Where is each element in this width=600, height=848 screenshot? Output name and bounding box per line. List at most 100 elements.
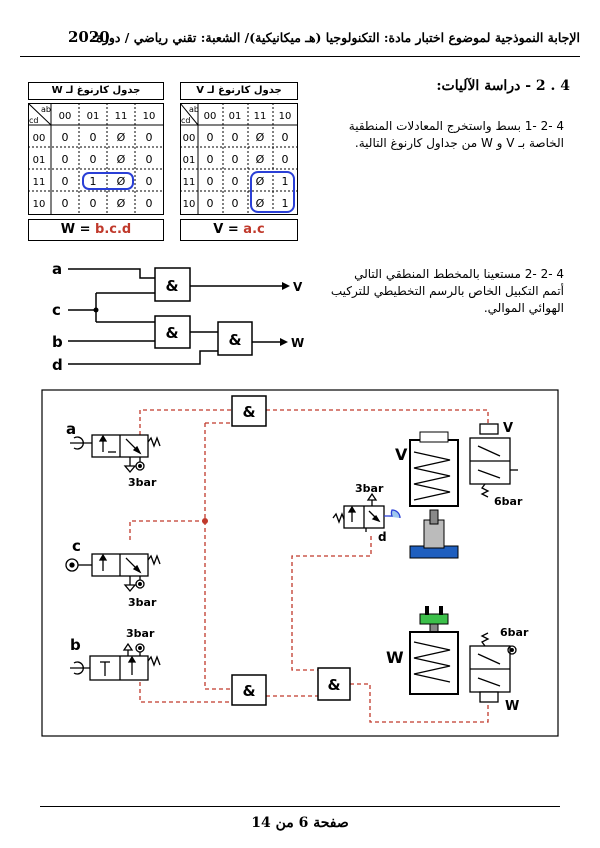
logic-input-c: c — [52, 301, 61, 319]
karnaugh-v-cell: Ø — [256, 175, 265, 188]
logic-diagram — [68, 268, 282, 365]
karnaugh-w-cell: 0 — [146, 197, 153, 210]
and-gate-2-label: & — [165, 324, 178, 342]
karnaugh-v-corner-ab: ab — [189, 105, 199, 114]
pneumatic-junction — [202, 518, 208, 524]
page-header: الإجابة النموذجية لموضوع اختبار مادة: ال… — [20, 28, 580, 54]
valve-b-pressure: 3bar — [126, 627, 155, 640]
and-gate-2 — [154, 315, 191, 349]
karnaugh-v-cell: 0 — [232, 131, 239, 144]
arrow-v — [282, 282, 290, 290]
logic-output-w: W — [291, 336, 304, 350]
karnaugh-w-result: W = b.c.d — [28, 219, 164, 241]
pneumatic-and-3-label: & — [327, 676, 340, 694]
link-d-gate3 — [291, 536, 372, 671]
karnaugh-v-grid: ab cd 00 01 11 10 00 01 11 10 0 0 Ø 0 0 … — [180, 103, 298, 215]
pneumatic-and-3 — [317, 667, 351, 701]
karnaugh-w-row: 11 — [33, 177, 46, 188]
pneumatic-and-2-label: & — [242, 682, 255, 700]
karnaugh-v-result-prefix: V = — [213, 222, 244, 237]
karnaugh-v-table: ab cd 00 01 11 10 00 01 11 10 0 0 Ø 0 0 … — [180, 103, 298, 215]
karnaugh-v-col: 00 — [204, 111, 217, 122]
link-junction-gate2 — [204, 423, 232, 690]
karnaugh-v-result: V = a.c — [180, 219, 298, 241]
cylinder-w-label: W — [386, 648, 404, 667]
karnaugh-v-col: 01 — [229, 111, 242, 122]
karnaugh-w-cell: 0 — [62, 197, 69, 210]
karnaugh-v-cell: 0 — [207, 131, 214, 144]
pneumatic-and-2 — [231, 674, 267, 706]
question-2-line1: 4 -2 -2 مستعينا بالمخطط المنطقي التالي — [354, 267, 564, 281]
karnaugh-w-row: 00 — [33, 133, 46, 144]
pneumatic-and-1 — [231, 395, 267, 427]
link-gate3-w — [350, 683, 489, 723]
distributor-w-pressure: 6bar — [500, 626, 529, 639]
junction-c — [93, 307, 99, 313]
karnaugh-v-cell: 1 — [282, 197, 289, 210]
distributor-w — [469, 632, 517, 703]
pneumatic-links — [129, 409, 489, 723]
question-2-line3: الهوائي الموالي. — [483, 301, 564, 315]
karnaugh-w-table: ab cd 00 01 11 10 00 01 11 10 0 0 Ø 0 0 … — [28, 103, 164, 215]
link-a-gate1 — [139, 409, 232, 435]
header-title: الإجابة النموذجية لموضوع اختبار مادة: ال… — [91, 30, 580, 45]
logic-input-d: d — [52, 356, 63, 374]
valve-a — [70, 434, 161, 474]
karnaugh-v-corner-cd: cd — [181, 116, 190, 125]
logic-output-v: V — [293, 280, 303, 294]
karnaugh-v-cell: 0 — [282, 153, 289, 166]
karnaugh-w-cell: Ø — [117, 131, 126, 144]
karnaugh-v-cell: 0 — [282, 131, 289, 144]
karnaugh-w-cell: 0 — [90, 197, 97, 210]
valve-d-roller-icon — [384, 509, 401, 519]
and-gate-3 — [217, 321, 253, 356]
karnaugh-w-cell: 0 — [90, 153, 97, 166]
wire-a — [68, 268, 155, 279]
karnaugh-v-col: 11 — [254, 111, 267, 122]
karnaugh-w-title: جدول كارنوغ لـ W — [28, 82, 164, 100]
distributor-v — [469, 423, 518, 498]
karnaugh-w-cell: 0 — [146, 131, 153, 144]
karnaugh-w-cell: 0 — [62, 153, 69, 166]
karnaugh-w-cell: 0 — [62, 175, 69, 188]
karnaugh-w-grid: ab cd 00 01 11 10 00 01 11 10 0 0 Ø 0 0 … — [28, 103, 164, 215]
question-2-line2: أتمم التكبيل الخاص بالرسم التخطيطي للترك… — [330, 284, 564, 298]
karnaugh-v-group-loop — [250, 171, 295, 213]
page-number: صفحة 6 من 14 — [251, 815, 349, 831]
cylinder-v — [409, 431, 459, 559]
karnaugh-v-cell: 0 — [232, 175, 239, 188]
valve-a-label: a — [66, 420, 76, 438]
cylinder-w — [409, 606, 459, 695]
question-1-line1: 4 -2 -1 بسط واستخرج المعادلات المنطقية — [348, 119, 564, 133]
karnaugh-w-col: 01 — [87, 111, 100, 122]
footer-divider — [40, 806, 560, 807]
karnaugh-v-cell: 0 — [232, 153, 239, 166]
valve-a-pressure: 3bar — [128, 476, 157, 489]
karnaugh-v-row: 01 — [183, 155, 196, 166]
question-2: 4 -2 -2 مستعينا بالمخطط المنطقي التالي أ… — [331, 266, 564, 317]
karnaugh-w-corner-cd: cd — [29, 116, 38, 125]
link-b-gate2 — [139, 675, 232, 703]
question-1: 4 -2 -1 بسط واستخرج المعادلات المنطقية ا… — [349, 118, 564, 152]
valve-d-label: d — [378, 530, 387, 544]
and-gate-1 — [154, 267, 191, 302]
karnaugh-v-result-expr: a.c — [243, 222, 265, 237]
karnaugh-w-cell: 0 — [90, 131, 97, 144]
karnaugh-w-corner-ab: ab — [41, 105, 51, 114]
karnaugh-v-cell: Ø — [256, 153, 265, 166]
karnaugh-w-cell: Ø — [117, 153, 126, 166]
karnaugh-w-col: 00 — [59, 111, 72, 122]
karnaugh-w-group-loop — [82, 172, 134, 190]
karnaugh-w-cell: Ø — [117, 197, 126, 210]
karnaugh-v-cell: 0 — [232, 197, 239, 210]
karnaugh-w-row: 10 — [33, 199, 46, 210]
arrow-w — [280, 338, 288, 346]
pneumatic-and-1-label: & — [242, 403, 255, 421]
karnaugh-w-cell: 0 — [62, 131, 69, 144]
logic-input-b: b — [52, 333, 63, 351]
karnaugh-w-col: 11 — [115, 111, 128, 122]
karnaugh-w-cell: 0 — [146, 175, 153, 188]
karnaugh-v-cell: 0 — [207, 175, 214, 188]
karnaugh-w-row: 01 — [33, 155, 46, 166]
